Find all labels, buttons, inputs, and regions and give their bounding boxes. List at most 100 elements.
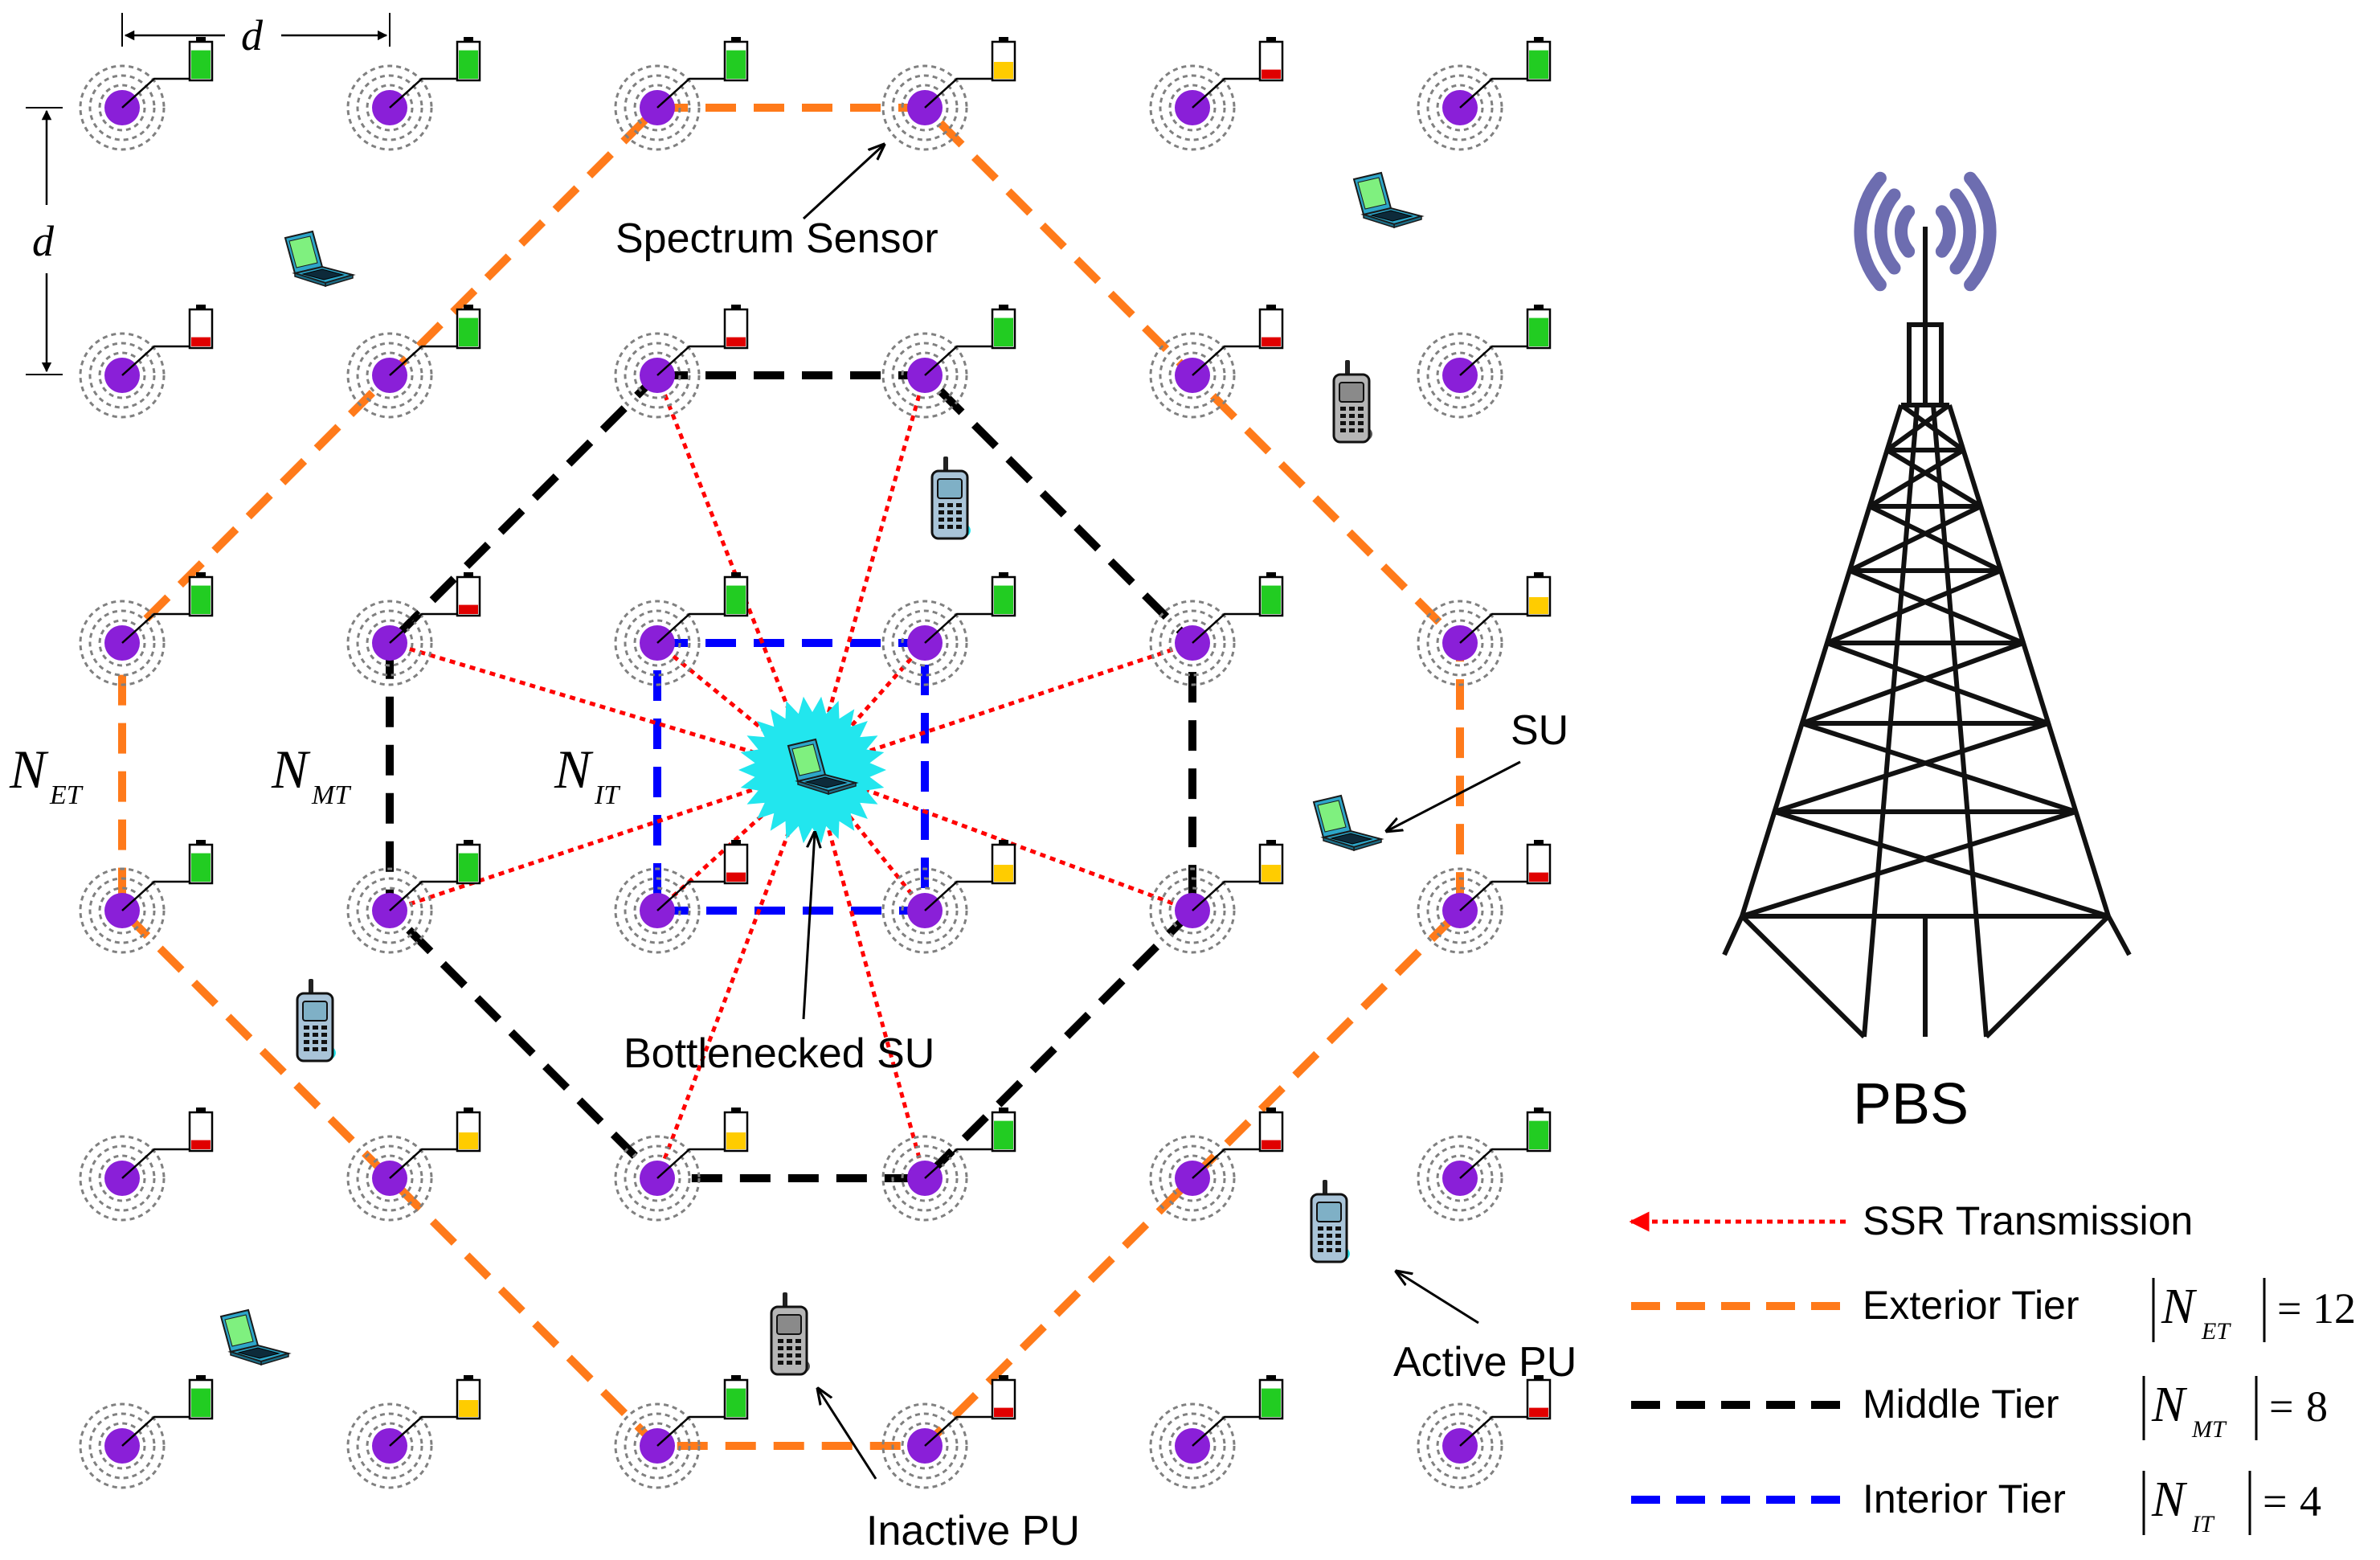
- sensor-node-icon: [1149, 37, 1284, 151]
- battery-icon: [1526, 840, 1552, 885]
- battery-icon: [1258, 1108, 1284, 1153]
- ssr-arrow: [813, 791, 927, 1179]
- svg-text:SSR Transmission: SSR Transmission: [1863, 1198, 2193, 1243]
- battery-icon: [1526, 1375, 1552, 1420]
- sensor-grid: [79, 37, 1552, 1489]
- d-label: d: [241, 11, 264, 59]
- svg-text:ET: ET: [49, 780, 84, 810]
- dimension-d-vertical: d: [26, 107, 63, 375]
- battery-icon: [723, 1375, 749, 1420]
- battery-icon: [1526, 305, 1552, 350]
- d-label: d: [32, 217, 55, 265]
- middle-tier-boundary: [386, 371, 1196, 1182]
- battery-icon: [1258, 305, 1284, 350]
- sensor-node-icon: [1149, 840, 1284, 954]
- sensor-node-icon: [614, 305, 749, 419]
- battery-icon: [1258, 37, 1284, 82]
- sensor-node-icon: [346, 1108, 481, 1222]
- ssr-arrow: [827, 641, 926, 754]
- svg-text:N: N: [2161, 1280, 2198, 1334]
- battery-icon: [188, 1375, 214, 1420]
- battery-icon: [188, 1108, 214, 1153]
- signal-wave-icon: [1874, 188, 1901, 275]
- active-pu-phone: [1310, 1178, 1352, 1263]
- su-laptop: [284, 231, 354, 287]
- su-laptop: [1313, 795, 1382, 851]
- ssr-arrow: [814, 375, 927, 749]
- battery-icon: [991, 1375, 1016, 1420]
- battery-icon: [456, 305, 481, 350]
- active-pu-label: Active PU: [1393, 1339, 1576, 1386]
- sensor-node-icon: [346, 305, 481, 419]
- legend-item-exterior: Exterior Tier N ET = 12: [1631, 1278, 2356, 1345]
- legend-item-ssr: SSR Transmission: [1629, 1198, 2193, 1243]
- svg-text:Interior Tier: Interior Tier: [1863, 1476, 2066, 1521]
- sensor-node-icon: [881, 572, 1016, 686]
- sensor-node-icon: [1149, 1108, 1284, 1222]
- sensor-node-icon: [346, 840, 481, 954]
- exterior-tier-label: N ET: [9, 739, 84, 810]
- svg-text:Exterior Tier: Exterior Tier: [1863, 1283, 2079, 1328]
- signal-wave-icon: [1964, 171, 1997, 292]
- battery-icon: [1526, 37, 1552, 82]
- sensor-node-icon: [614, 1108, 749, 1222]
- sensor-node-icon: [881, 305, 1016, 419]
- battery-icon: [456, 1108, 481, 1153]
- su-label: SU: [1511, 707, 1568, 754]
- bottlenecked-su-label: Bottlenecked SU: [624, 1030, 934, 1077]
- battery-icon: [723, 305, 749, 350]
- bottlenecked-su: [738, 696, 886, 844]
- battery-icon: [991, 572, 1016, 617]
- sensor-node-icon: [79, 572, 214, 686]
- middle-tier-label: N MT: [271, 739, 351, 810]
- interior-tier-formula: N IT = 4: [2142, 1471, 2321, 1537]
- legend-item-middle: Middle Tier N MT = 8: [1631, 1376, 2328, 1443]
- signal-wave-icon: [1949, 188, 1977, 275]
- legend-item-interior: Interior Tier N IT = 4: [1631, 1471, 2321, 1537]
- battery-icon: [723, 572, 749, 617]
- svg-text:N: N: [9, 739, 49, 800]
- sensor-node-icon: [1149, 305, 1284, 419]
- spectrum-sensor-label: Spectrum Sensor: [615, 215, 939, 262]
- middle-tier-formula: N MT = 8: [2142, 1376, 2328, 1443]
- battery-icon: [1258, 1375, 1284, 1420]
- sensor-node-icon: [614, 572, 749, 686]
- signal-wave-icon: [1895, 205, 1916, 258]
- sensor-node-icon: [1417, 1108, 1552, 1222]
- sensor-node-icon: [346, 1375, 481, 1489]
- svg-text:IT: IT: [2191, 1511, 2215, 1537]
- battery-icon: [456, 1375, 481, 1420]
- sensor-node-icon: [881, 1108, 1016, 1222]
- battery-icon: [723, 840, 749, 885]
- sensor-node-icon: [881, 840, 1016, 954]
- sensor-node-icon: [79, 1375, 214, 1489]
- su-callout: SU: [1387, 707, 1568, 831]
- svg-text:4: 4: [2300, 1477, 2321, 1525]
- svg-text:12: 12: [2313, 1284, 2356, 1333]
- battery-icon: [456, 572, 481, 617]
- active-pu-phone: [296, 977, 337, 1063]
- svg-text:MT: MT: [2191, 1416, 2227, 1443]
- inactive-pu-phone: [770, 1291, 812, 1376]
- battery-icon: [456, 37, 481, 82]
- svg-text:8: 8: [2306, 1382, 2328, 1431]
- svg-text:N: N: [2151, 1472, 2188, 1527]
- sensor-node-icon: [881, 37, 1016, 151]
- sensor-node-icon: [614, 1375, 749, 1489]
- battery-icon: [991, 840, 1016, 885]
- svg-text:=: =: [2263, 1477, 2287, 1525]
- sensor-node-icon: [346, 37, 481, 151]
- su-laptop: [220, 1309, 289, 1366]
- battery-icon: [188, 572, 214, 617]
- battery-icon: [1258, 840, 1284, 885]
- inactive-pu-callout: Inactive PU: [818, 1389, 1080, 1554]
- battery-icon: [1258, 572, 1284, 617]
- signal-wave-icon: [1935, 205, 1956, 258]
- svg-text:N: N: [554, 739, 594, 800]
- battery-icon: [456, 840, 481, 885]
- pbs-label: PBS: [1853, 1072, 1969, 1136]
- interior-tier-label: N IT: [554, 739, 620, 810]
- inactive-pu-phone: [1332, 358, 1374, 444]
- sensor-node-icon: [79, 840, 214, 954]
